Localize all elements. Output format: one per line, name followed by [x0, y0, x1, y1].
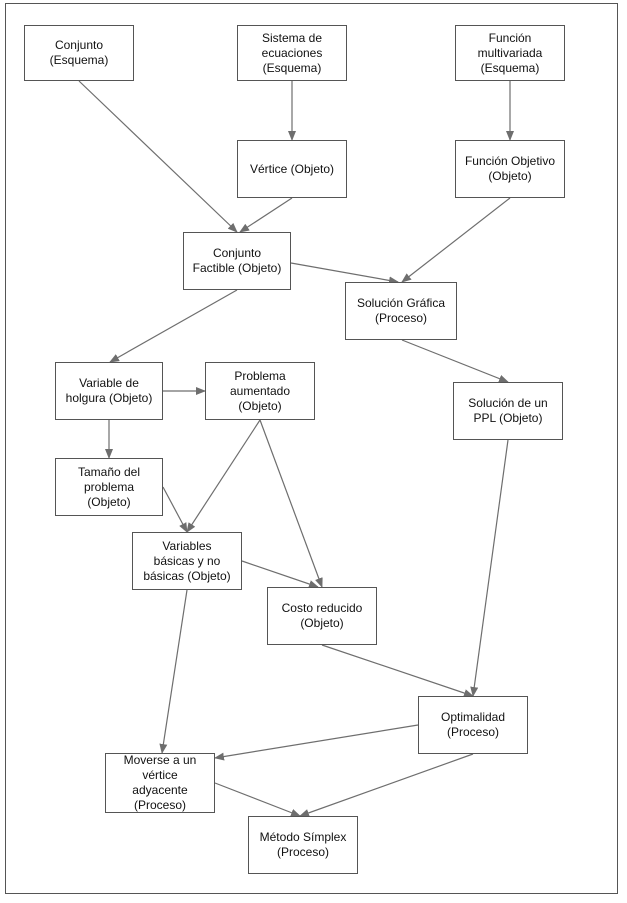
edge-solucion-grafica-to-solucion-ppl: [401, 339, 509, 383]
node-solucion-ppl: Solución de un PPL (Objeto): [453, 382, 563, 440]
node-conjunto-factible: Conjunto Factible (Objeto): [183, 232, 291, 290]
edge-conjunto-factible-to-solucion-grafica: [290, 262, 399, 285]
edge-vertice-to-conjunto-factible: [239, 197, 293, 233]
edge-optimalidad-to-moverse-vertice: [214, 724, 419, 761]
edge-variables-basicas-to-costo-reducido: [241, 560, 319, 588]
node-funcion-objetivo: Función Objetivo (Objeto): [455, 140, 565, 198]
node-variables-basicas: Variables básicas y no básicas (Objeto): [132, 532, 242, 590]
node-vertice: Vértice (Objeto): [237, 140, 347, 198]
edge-conjunto-to-conjunto-factible: [78, 80, 238, 233]
node-sistema-ecuaciones: Sistema de ecuaciones (Esquema): [237, 25, 347, 81]
node-funcion-multivariada: Función multivariada (Esquema): [455, 25, 565, 81]
edge-funcion-objetivo-to-solucion-grafica: [401, 197, 511, 283]
edge-solucion-ppl-to-optimalidad: [470, 439, 509, 697]
node-costo-reducido: Costo reducido (Objeto): [267, 587, 377, 645]
diagram-frame: [5, 3, 618, 894]
node-tamano-problema: Tamaño del problema (Objeto): [55, 458, 163, 516]
node-solucion-grafica: Solución Gráfica (Proceso): [345, 282, 457, 340]
node-metodo-simplex: Método Símplex (Proceso): [248, 816, 358, 874]
edge-moverse-vertice-to-metodo-simplex: [214, 782, 301, 817]
edge-variables-basicas-to-moverse-vertice: [159, 589, 188, 754]
edge-tamano-problema-to-variables-basicas: [162, 486, 188, 533]
edge-optimalidad-to-metodo-simplex: [299, 753, 474, 817]
edge-conjunto-factible-to-variable-holgura: [109, 289, 238, 363]
edge-costo-reducido-to-optimalidad: [321, 644, 474, 697]
node-moverse-vertice: Moverse a un vértice adyacente (Proceso): [105, 753, 215, 813]
node-optimalidad: Optimalidad (Proceso): [418, 696, 528, 754]
edge-problema-aumentado-to-variables-basicas: [186, 419, 261, 533]
node-problema-aumentado: Problema aumentado (Objeto): [205, 362, 315, 420]
node-variable-holgura: Variable de holgura (Objeto): [55, 362, 163, 420]
edge-problema-aumentado-to-costo-reducido: [259, 419, 323, 588]
node-conjunto: Conjunto (Esquema): [24, 25, 134, 81]
